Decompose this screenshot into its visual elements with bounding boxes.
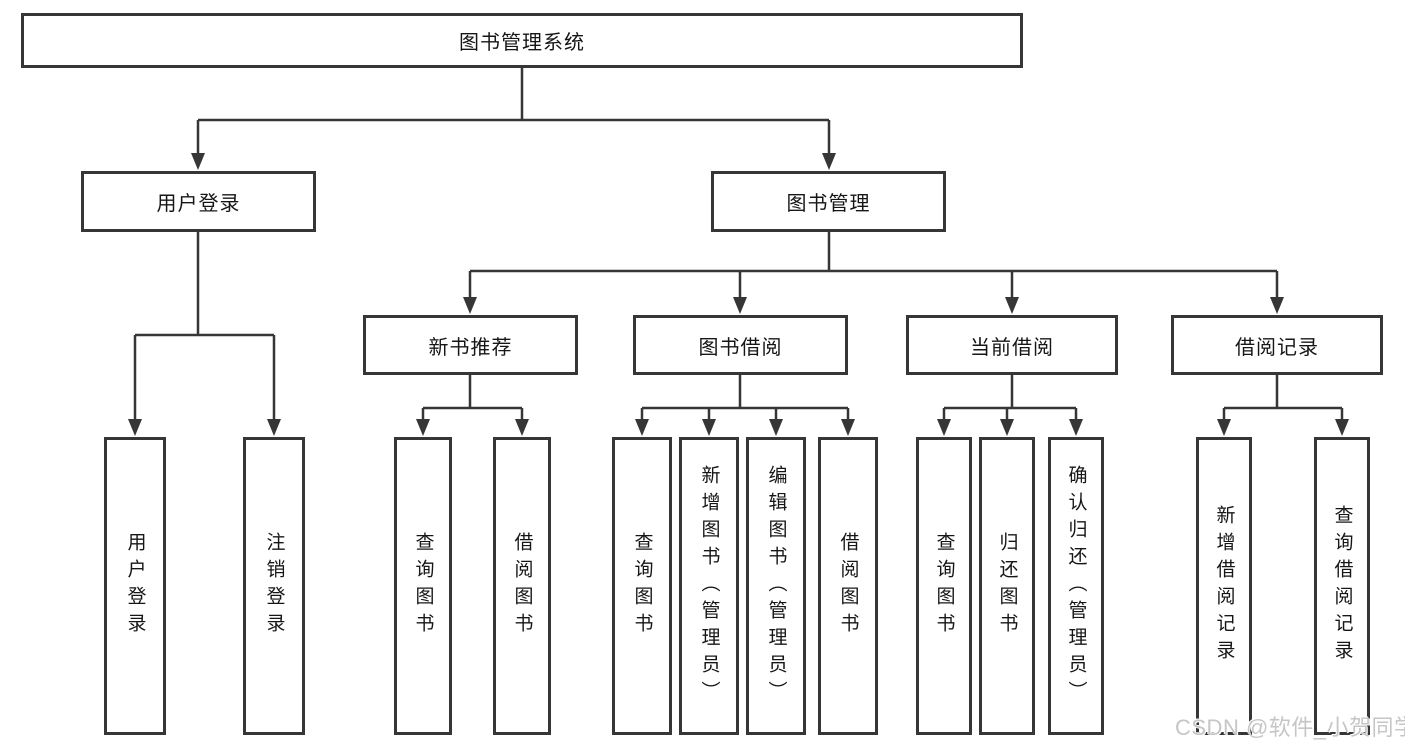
leaf-user-login: 用户登录	[104, 437, 166, 735]
connector-new-book	[421, 375, 524, 420]
connector-book-mgmt	[468, 232, 1279, 298]
arrowheads	[128, 153, 1349, 436]
leaf-logout: 注销登录	[243, 437, 305, 735]
leaf-confirm-return-admin: 确认归还（管理员）	[1048, 437, 1104, 735]
node-library-management-system: 图书管理系统	[21, 13, 1023, 68]
node-borrow-records: 借阅记录	[1171, 315, 1383, 375]
connector-user-login	[133, 232, 276, 420]
node-book-management: 图书管理	[711, 171, 946, 232]
leaf-recommend-borrow-books: 借阅图书	[493, 437, 551, 735]
leaf-query-borrow-record: 查询借阅记录	[1314, 437, 1370, 735]
node-current-borrow: 当前借阅	[906, 315, 1118, 375]
connector-book-borrow	[640, 375, 850, 420]
leaf-add-borrow-record: 新增借阅记录	[1196, 437, 1252, 735]
connector-current-borrow	[942, 375, 1078, 420]
leaf-borrow-books: 借阅图书	[818, 437, 878, 735]
leaf-return-books: 归还图书	[979, 437, 1035, 735]
leaf-borrow-query-books: 查询图书	[612, 437, 672, 735]
connector-root	[196, 68, 831, 154]
leaf-recommend-query-books: 查询图书	[394, 437, 452, 735]
node-book-borrow: 图书借阅	[633, 315, 848, 375]
leaf-add-books-admin: 新增图书（管理员）	[679, 437, 739, 735]
leaf-edit-books-admin: 编辑图书（管理员）	[746, 437, 806, 735]
node-user-login: 用户登录	[81, 171, 316, 232]
connector-borrow-records	[1222, 375, 1344, 420]
leaf-current-query-books: 查询图书	[916, 437, 972, 735]
node-new-book-recommend: 新书推荐	[363, 315, 578, 375]
csdn-watermark: CSDN @软件_小贺同学	[1175, 715, 1405, 740]
